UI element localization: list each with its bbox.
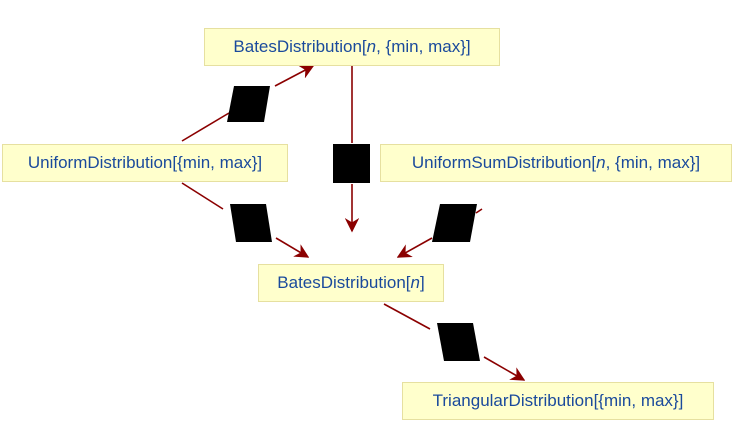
node-bates-n-min-max-var: n [366, 37, 377, 56]
node-bates-n-min-max[interactable]: BatesDistribution[n, {min, max}] [204, 28, 500, 66]
edge-label-box [437, 323, 480, 361]
node-uniform-sum[interactable]: UniformSumDistribution[n, {min, max}] [380, 144, 732, 182]
edge-arrow [275, 237, 310, 258]
edge-uniform-sum-to-bates-n [396, 204, 483, 258]
edge-uniform-to-bates-n [181, 182, 310, 258]
node-triangular-label: TriangularDistribution[{min, max}] [432, 391, 684, 410]
edge-label-box [333, 144, 370, 183]
edge-segment [181, 182, 224, 210]
node-bates-n-prefix: BatesDistribution[ [277, 273, 411, 292]
node-bates-n-suffix: ] [419, 273, 425, 292]
edge-segment [475, 208, 483, 214]
node-uniform-sum-var: n [596, 153, 606, 172]
edge-label-box [432, 204, 477, 242]
node-uniform-sum-prefix: UniformSumDistribution[ [411, 153, 597, 172]
node-bates-n-min-max-prefix: BatesDistribution[ [233, 37, 367, 56]
edge-bates-minmax-to-bates-n [333, 66, 370, 233]
node-triangular[interactable]: TriangularDistribution[{min, max}] [402, 382, 714, 420]
edge-arrow [274, 65, 315, 87]
edge-label-box [230, 204, 272, 242]
edge-segment [181, 112, 230, 142]
node-uniform-label: UniformDistribution[{min, max}] [27, 153, 263, 172]
node-bates-n-var: n [410, 273, 420, 292]
node-uniform-sum-suffix: , {min, max}] [605, 153, 701, 172]
edge-arrow [483, 356, 526, 381]
node-uniform[interactable]: UniformDistribution[{min, max}] [2, 144, 288, 182]
node-bates-n-min-max-suffix: , {min, max}] [376, 37, 471, 56]
edge-arrow [396, 237, 433, 258]
edge-bates-n-to-triangular [383, 303, 526, 381]
node-bates-n[interactable]: BatesDistribution[n] [258, 264, 444, 302]
edge-label-box [227, 86, 270, 122]
edge-uniform-to-bates-minmax [181, 65, 315, 142]
edge-segment [383, 303, 431, 330]
